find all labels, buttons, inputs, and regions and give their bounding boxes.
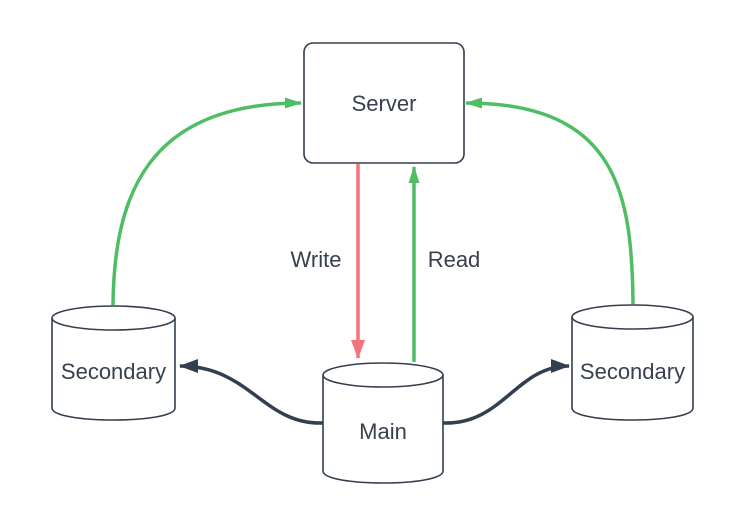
- main-cylinder-body: [322, 375, 444, 484]
- edge-read-label: Read: [428, 247, 481, 272]
- secondary-right-cylinder-top: [571, 304, 694, 330]
- node-secondary-left: Secondary: [51, 305, 176, 421]
- edge-write-label: Write: [291, 247, 342, 272]
- edge-main-to-secondary-right: [442, 359, 570, 425]
- secondary-right-cylinder-body: [571, 317, 694, 421]
- node-server: Server: [303, 42, 465, 164]
- edge-secondary-left-to-server: [111, 97, 302, 306]
- secondary-left-cylinder-top: [51, 305, 176, 331]
- server-label: Server: [352, 91, 417, 116]
- server-box: [303, 42, 465, 164]
- main-label: Main: [359, 419, 407, 444]
- node-main: Main: [322, 362, 444, 484]
- secondary-left-label: Secondary: [61, 359, 166, 384]
- main-cylinder-top: [322, 362, 444, 388]
- secondary-left-cylinder-body: [51, 318, 176, 421]
- node-secondary-right: Secondary: [571, 304, 694, 421]
- edge-main-to-secondary-left: [179, 359, 324, 425]
- secondary-right-label: Secondary: [580, 359, 685, 384]
- edge-secondary-right-to-server: [465, 97, 635, 305]
